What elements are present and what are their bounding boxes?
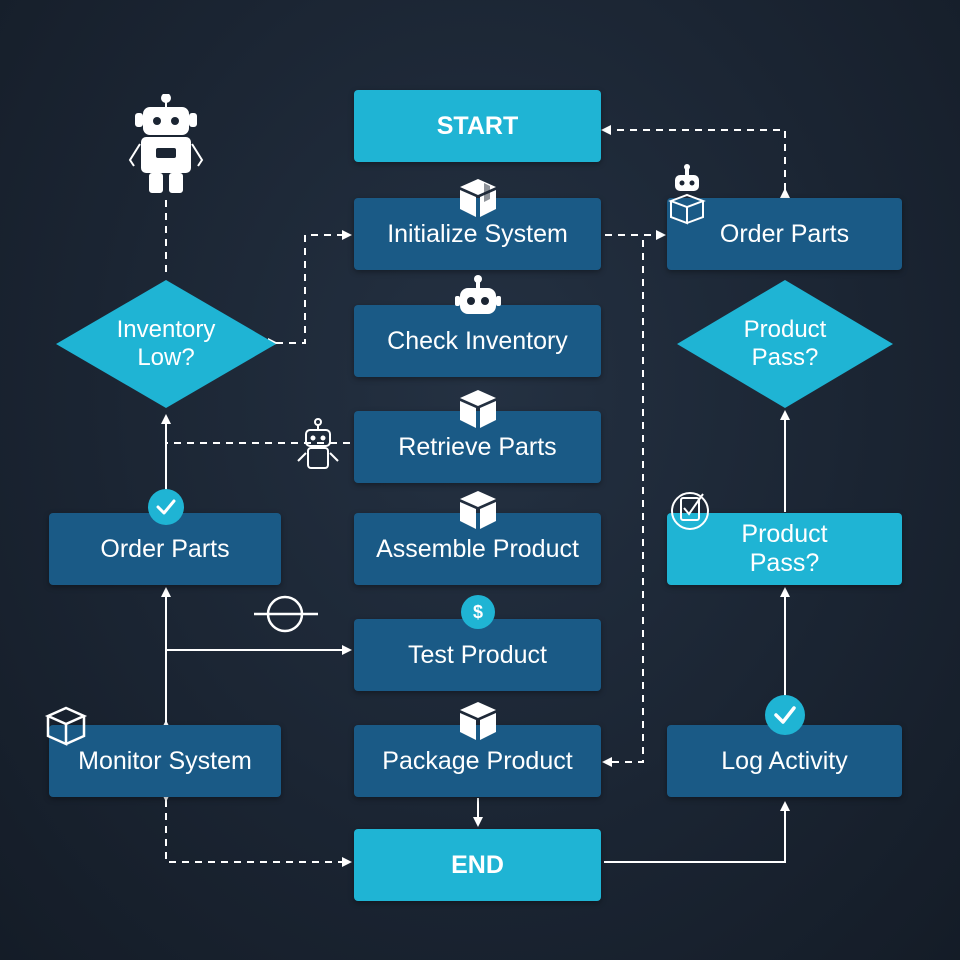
robot-head-icon: [455, 275, 501, 314]
initialize-system-node[interactable]: Initialize System: [354, 198, 601, 270]
log-activity-node[interactable]: Log Activity: [667, 725, 902, 797]
blocked-symbol-icon: [254, 595, 318, 633]
retrieve-parts-node[interactable]: Retrieve Parts: [354, 411, 601, 483]
monitor-system-node[interactable]: Monitor System: [49, 725, 281, 797]
arrow-dashed-to-package: [602, 240, 644, 767]
check-badge-icon: [148, 489, 184, 525]
package-box-icon: [460, 390, 496, 428]
robot-icon: [128, 94, 204, 193]
package-box-icon: [460, 491, 496, 529]
clipboard-check-icon: [671, 492, 709, 530]
dollar-badge-icon: $: [461, 595, 495, 629]
package-box-icon: [460, 702, 496, 740]
robot-with-box-icon: [668, 164, 706, 225]
dollar-badge-label: $: [472, 601, 483, 622]
check-badge-icon: [765, 695, 805, 735]
inventory-low-decision-label[interactable]: Inventory Low?: [116, 316, 216, 371]
order-parts-right-node[interactable]: Order Parts: [667, 198, 902, 270]
product-pass-box-node[interactable]: Product Pass?: [667, 513, 902, 585]
product-pass-decision-label[interactable]: Product Pass?: [743, 316, 827, 371]
arrow-inventory-initialize: [268, 230, 352, 348]
arrow-monitor-end: [161, 792, 352, 867]
package-box-icon: [460, 179, 496, 217]
assemble-product-node[interactable]: Assemble Product: [354, 513, 601, 585]
order-parts-left-node[interactable]: Order Parts: [49, 513, 281, 585]
package-box-outline-icon: [44, 706, 88, 746]
robot-outline-icon: [297, 418, 339, 469]
end-node[interactable]: END: [354, 829, 601, 901]
arrow-start-order-parts: [601, 125, 790, 198]
package-product-node[interactable]: Package Product: [354, 725, 601, 797]
test-product-node[interactable]: Test Product: [354, 619, 601, 691]
arrow-end-log: [604, 801, 790, 863]
check-inventory-node[interactable]: Check Inventory: [354, 305, 601, 377]
start-node[interactable]: START: [354, 90, 601, 162]
